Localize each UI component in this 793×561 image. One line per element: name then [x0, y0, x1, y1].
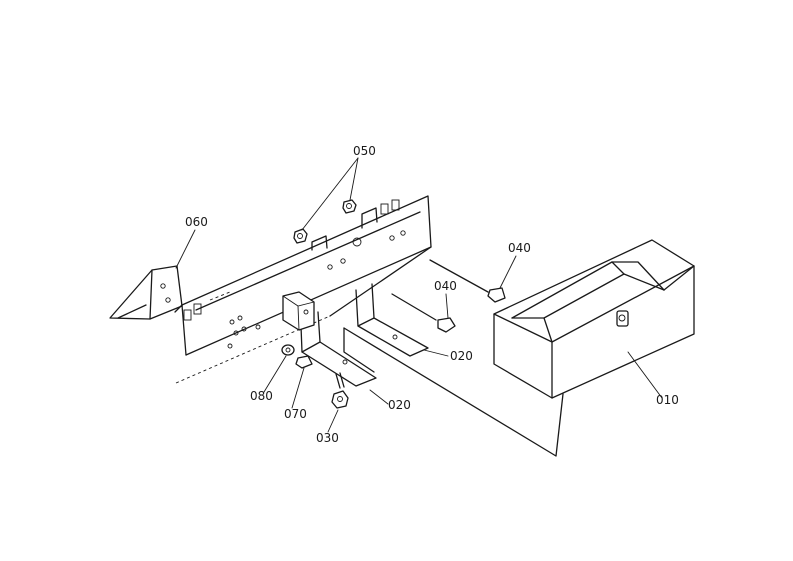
label-040-lower: 040 — [434, 279, 457, 293]
label-070: 070 — [284, 407, 307, 421]
bolt-070 — [295, 355, 313, 369]
label-020-upper: 020 — [450, 349, 473, 363]
leader-lines — [175, 157, 663, 433]
part-020-bracket-upper — [355, 283, 429, 357]
part-060-angle-bracket — [109, 265, 183, 320]
washer-080 — [281, 344, 295, 356]
part-010-tool-box — [493, 239, 695, 399]
label-010: 010 — [656, 393, 679, 407]
bolt-040-upper — [429, 259, 506, 303]
bolt-030 — [331, 372, 349, 409]
label-030: 030 — [316, 431, 339, 445]
label-020-lower: 020 — [388, 398, 411, 412]
bolt-050-left — [293, 228, 308, 244]
part-020-bracket-lower — [282, 291, 377, 387]
frame-rail — [174, 195, 432, 384]
bolt-040-lower — [391, 293, 456, 333]
label-050: 050 — [353, 144, 376, 158]
label-060: 060 — [185, 215, 208, 229]
assembly-path-line — [343, 327, 564, 457]
bolt-050-right — [342, 199, 357, 214]
label-080: 080 — [250, 389, 273, 403]
label-040-upper: 040 — [508, 241, 531, 255]
